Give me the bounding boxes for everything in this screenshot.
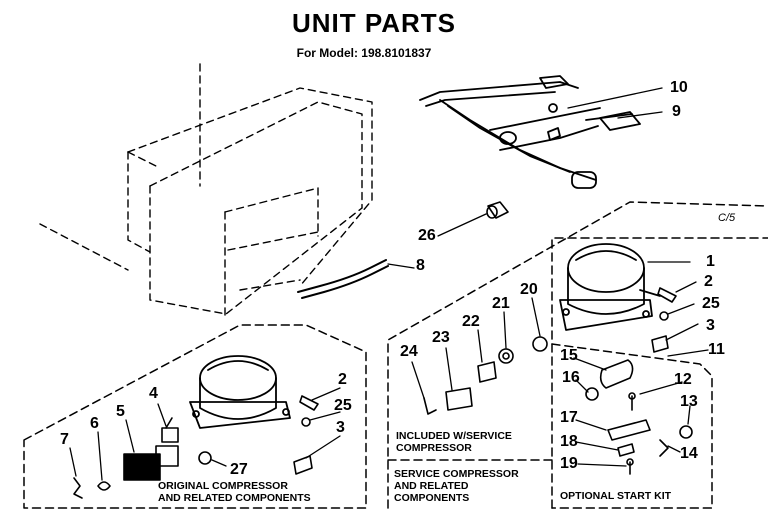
caption-included-line2: COMPRESSOR bbox=[396, 442, 472, 454]
part-15-capacitor bbox=[599, 359, 634, 389]
caption-original-line1: ORIGINAL COMPRESSOR bbox=[158, 480, 288, 492]
label-4: 4 bbox=[149, 385, 158, 402]
label-19: 19 bbox=[560, 455, 578, 472]
caption-optional-start-kit: OPTIONAL START KIT bbox=[560, 490, 672, 502]
label-7: 7 bbox=[60, 431, 69, 448]
label-22: 22 bbox=[462, 313, 480, 330]
label-12: 12 bbox=[674, 371, 692, 388]
label-18: 18 bbox=[560, 433, 578, 450]
part-3-service bbox=[651, 335, 669, 353]
part-4-overload bbox=[161, 417, 179, 443]
label-2: 2 bbox=[704, 273, 713, 290]
caption-included-line1: INCLUDED W/SERVICE bbox=[396, 430, 512, 442]
corner-note: C/5 bbox=[718, 212, 736, 224]
label-20: 20 bbox=[520, 281, 538, 298]
part-16-bushing bbox=[585, 387, 599, 401]
label-10: 10 bbox=[670, 79, 688, 96]
part-18-plate bbox=[617, 443, 635, 457]
label-13: 13 bbox=[680, 393, 698, 410]
label-26: 26 bbox=[418, 227, 436, 244]
original-compressor bbox=[189, 355, 291, 429]
label-2-original: 2 bbox=[338, 371, 347, 388]
service-compressor bbox=[559, 243, 661, 331]
part-14-clip bbox=[659, 439, 669, 457]
label-23: 23 bbox=[432, 329, 450, 346]
label-25-original: 25 bbox=[334, 397, 352, 414]
part-17-strap bbox=[607, 419, 651, 441]
caption-service-line2: AND RELATED bbox=[394, 480, 469, 492]
label-25: 25 bbox=[702, 295, 720, 312]
part-8-drier bbox=[297, 259, 389, 299]
label-17: 17 bbox=[560, 409, 578, 426]
caption-original-line2: AND RELATED COMPONENTS bbox=[158, 492, 311, 504]
label-11: 11 bbox=[708, 341, 725, 358]
diagram-title: UNIT PARTS bbox=[291, 8, 457, 38]
label-9: 9 bbox=[672, 103, 681, 120]
label-15: 15 bbox=[560, 347, 578, 364]
label-6: 6 bbox=[90, 415, 99, 432]
leader-lines bbox=[69, 87, 709, 481]
part-27-cap bbox=[198, 451, 212, 465]
part-13-nut bbox=[679, 425, 693, 439]
part-7-clip bbox=[73, 477, 83, 499]
part-21-ring bbox=[498, 348, 514, 364]
part-19-screw bbox=[626, 458, 634, 475]
part-5-relay bbox=[123, 445, 179, 481]
label-8: 8 bbox=[416, 257, 425, 274]
label-5: 5 bbox=[116, 403, 125, 420]
label-21: 21 bbox=[492, 295, 510, 312]
region-borders bbox=[23, 201, 768, 509]
part-3-orig bbox=[293, 455, 313, 475]
part-6-clip bbox=[97, 481, 111, 491]
part-20-cap bbox=[532, 336, 548, 352]
label-3-original: 3 bbox=[336, 419, 345, 436]
label-16: 16 bbox=[562, 369, 580, 386]
label-3: 3 bbox=[706, 317, 715, 334]
caption-service-line1: SERVICE COMPRESSOR bbox=[394, 468, 519, 480]
part-12-screw bbox=[628, 392, 636, 411]
part-2-service bbox=[657, 287, 677, 303]
label-14: 14 bbox=[680, 445, 698, 462]
part-25-service bbox=[659, 311, 669, 321]
label-27: 27 bbox=[230, 461, 248, 478]
part-25-orig bbox=[301, 417, 311, 427]
label-1: 1 bbox=[706, 253, 715, 270]
part-23-body bbox=[445, 387, 473, 411]
caption-service-line3: COMPONENTS bbox=[394, 492, 470, 504]
cabinet-outline bbox=[39, 63, 373, 317]
part-22-bracket bbox=[477, 361, 497, 383]
model-number: For Model: 198.8101837 bbox=[296, 46, 432, 60]
part-2-orig bbox=[299, 395, 319, 411]
part-26-filter-plug bbox=[486, 201, 509, 219]
wiring-harness bbox=[419, 75, 641, 189]
part-24-clip bbox=[423, 397, 437, 415]
label-24: 24 bbox=[400, 343, 418, 360]
